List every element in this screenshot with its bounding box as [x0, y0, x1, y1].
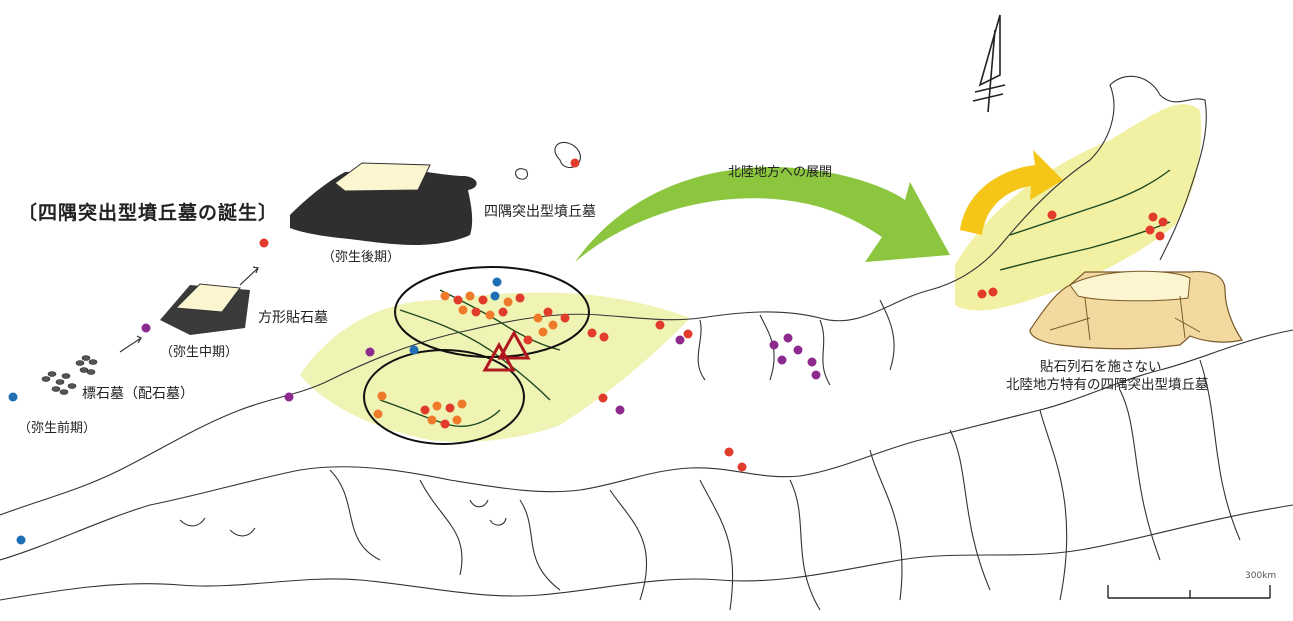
site-dot [284, 392, 294, 402]
hokuriku-expansion-arrow [575, 167, 950, 262]
site-triangles [482, 329, 531, 372]
evolution-arrows [119, 266, 259, 353]
hokei-label: 方形貼石墓 [258, 310, 328, 326]
site-dot [977, 289, 987, 299]
hokuriku-note-line2: 北陸地方特有の四隅突出型墳丘墓 [1006, 377, 1209, 393]
site-dot [988, 287, 998, 297]
site-dot [452, 415, 462, 425]
site-dots [16, 158, 1168, 545]
site-dot [655, 320, 665, 330]
site-dot [783, 333, 793, 343]
hyoseki-stones [41, 355, 98, 395]
site-dot [543, 307, 553, 317]
site-dot [440, 291, 450, 301]
site-dot [427, 415, 437, 425]
hokuriku-mound [1029, 270, 1244, 350]
site-dot [533, 313, 543, 323]
site-dot [432, 401, 442, 411]
site-dot [737, 462, 747, 472]
site-dot [538, 327, 548, 337]
site-dot [675, 335, 685, 345]
hokei-mound [160, 283, 250, 335]
site-dot [465, 291, 475, 301]
site-dot [16, 535, 26, 545]
site-dot [485, 310, 495, 320]
tomb-models [41, 162, 1244, 395]
late-period-label: （弥生後期） [322, 250, 401, 265]
yosumi-mound [290, 162, 477, 245]
site-dot [1158, 217, 1168, 227]
coastline [0, 75, 1293, 611]
early-period-marker [8, 392, 18, 402]
rivers [379, 169, 1171, 427]
site-dot [377, 391, 387, 401]
site-dot [365, 347, 375, 357]
site-dot [598, 393, 608, 403]
site-dot [420, 405, 430, 415]
site-dot [777, 355, 787, 365]
early-period-label: （弥生前期） [18, 421, 97, 436]
site-dot [523, 335, 533, 345]
site-dot [458, 305, 468, 315]
site-dot [471, 307, 481, 317]
site-dot [490, 291, 500, 301]
site-dot [599, 332, 609, 342]
site-dot [587, 328, 597, 338]
site-dot [548, 320, 558, 330]
site-dot [570, 158, 580, 168]
site-dot [492, 277, 502, 287]
kibi-circle [363, 349, 525, 445]
site-dot [503, 297, 513, 307]
mid-period-label: （弥生中期） [160, 345, 239, 360]
hokuriku-note-line1: 貼石列石を施さない [1040, 359, 1162, 375]
site-dot [683, 329, 693, 339]
scale-label: 300km [1245, 571, 1277, 581]
hokuriku-distribution-area [955, 104, 1202, 311]
site-dot [440, 419, 450, 429]
site-dot [615, 405, 625, 415]
scale-bar-icon [1107, 585, 1271, 599]
site-dot [515, 293, 525, 303]
yosumi-label: 四隅突出型墳丘墓 [484, 204, 596, 220]
site-dot [453, 295, 463, 305]
map-title: 〔四隅突出型墳丘墓の誕生〕 [18, 202, 279, 224]
site-dot [1145, 225, 1155, 235]
late-period-marker [259, 238, 269, 248]
site-dot [1148, 212, 1158, 222]
site-dot [793, 345, 803, 355]
mid-period-marker [141, 323, 151, 333]
hokuriku-yellow-arrow [960, 150, 1063, 235]
site-dot [478, 295, 488, 305]
site-dot [769, 340, 779, 350]
site-dot [457, 399, 467, 409]
site-dot [811, 370, 821, 380]
site-dot [560, 313, 570, 323]
sanin-distribution-area [300, 292, 690, 442]
site-dot [409, 345, 419, 355]
site-dot [724, 447, 734, 457]
site-triangle-icon [497, 329, 531, 360]
site-dot [1047, 210, 1057, 220]
site-dot [445, 403, 455, 413]
site-dot [498, 307, 508, 317]
hyoseki-label: 標石墓（配石墓） [82, 386, 194, 402]
expansion-arrow-label: 北陸地方への展開 [728, 165, 833, 180]
site-dot [807, 357, 817, 367]
site-dot [1155, 231, 1165, 241]
site-dot [373, 409, 383, 419]
north-arrow-icon [972, 14, 1006, 113]
period-markers [8, 238, 269, 402]
